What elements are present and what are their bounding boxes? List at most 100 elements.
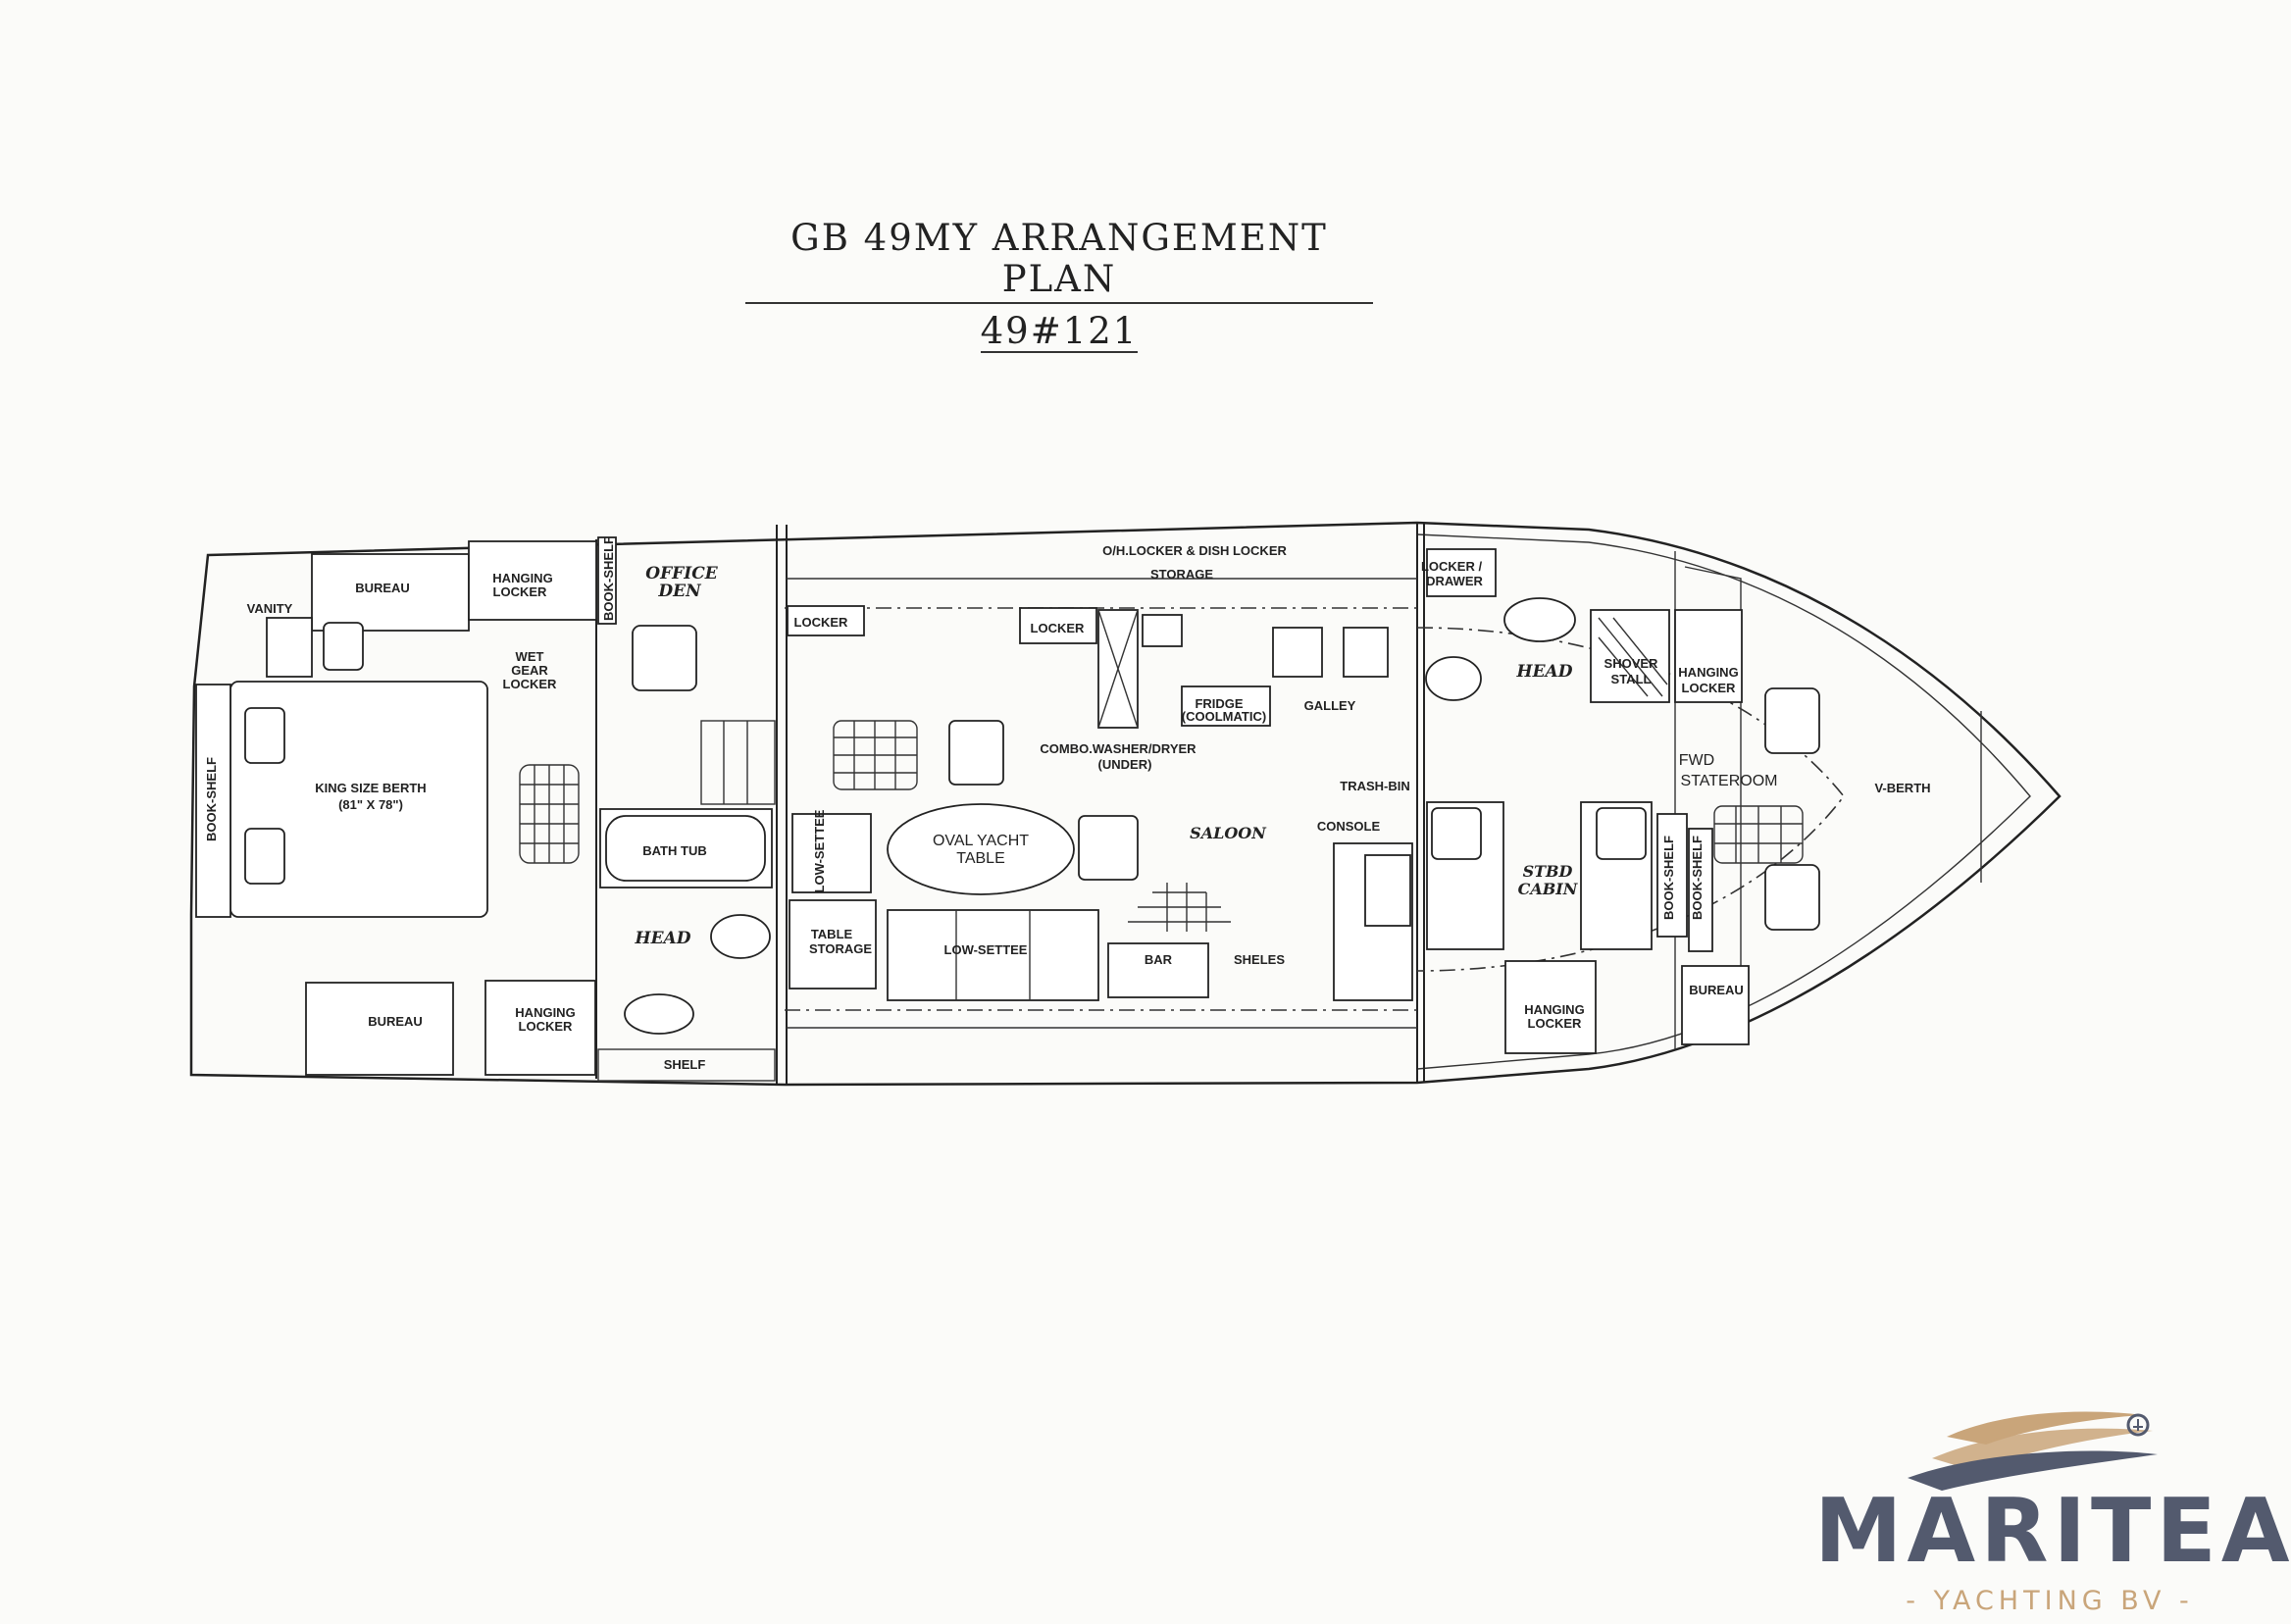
hanging-locker-aft-top — [468, 540, 597, 621]
label-low-settee-1: LOW-SETTEE — [812, 809, 827, 892]
label-oval-table-2: TABLE — [956, 850, 1005, 867]
shelf-box — [597, 1048, 776, 1082]
stbd-pillow — [1431, 807, 1482, 860]
bureau-fwd-box — [1681, 965, 1750, 1045]
title-block: GB 49MY ARRANGEMENT PLAN 49#121 — [745, 218, 1373, 353]
bar-box — [1107, 942, 1209, 998]
label-hanging-locker-stbd-1: HANGING — [1524, 1002, 1584, 1017]
galley-sink — [1272, 627, 1323, 678]
book-shelf-aft — [195, 684, 231, 918]
label-oval-table-1: OVAL YACHT — [933, 833, 1029, 849]
locker-1-box — [787, 605, 865, 636]
label-bureau-aft-top: BUREAU — [355, 581, 410, 595]
plan-subtitle: 49#121 — [980, 310, 1139, 353]
saloon-chair-1 — [948, 720, 1004, 786]
label-fwd-stateroom-2: STATEROOM — [1681, 773, 1778, 789]
head-aft-sink — [624, 993, 694, 1035]
label-office: OFFICE — [645, 564, 718, 584]
v-berth-pillow-2 — [1764, 864, 1820, 931]
label-low-settee-2: LOW-SETTEE — [944, 942, 1028, 957]
stairs-aft — [700, 720, 776, 805]
label-hanging-locker-aft-bottom: HANGING — [515, 1005, 575, 1020]
bureau-aft-top — [311, 553, 470, 632]
label-fridge-2: (COOLMATIC) — [1182, 709, 1266, 724]
table-storage-box — [789, 899, 877, 990]
v-berth-pillow-1 — [1764, 687, 1820, 754]
yacht-swoosh-icon — [1908, 1411, 2158, 1491]
label-storage: STORAGE — [1150, 567, 1213, 582]
label-stbd-cabin-1: STBD — [1523, 862, 1573, 881]
label-saloon: SALOON — [1190, 824, 1267, 842]
hull-outline — [189, 521, 2062, 1087]
saloon-plant — [1128, 883, 1231, 932]
label-fridge-1: FRIDGE — [1195, 696, 1243, 711]
head-aft-toilet — [710, 914, 771, 959]
fwd-cabin-dash — [1416, 627, 1846, 972]
vanity-sink — [323, 622, 364, 671]
label-v-berth: V-BERTH — [1874, 781, 1930, 795]
book-shelf-fwd-box-2 — [1688, 828, 1713, 952]
hanging-locker-aft-bottom — [484, 980, 596, 1076]
pillow-2 — [244, 828, 285, 885]
label-galley: GALLEY — [1304, 698, 1356, 713]
vanity — [266, 617, 313, 678]
fwd-ottoman — [1713, 805, 1804, 864]
galley-stove — [1343, 627, 1389, 678]
book-shelf-den — [597, 536, 617, 625]
fridge-box — [1181, 685, 1271, 727]
label-wet-gear-1: WET — [516, 649, 544, 664]
label-locker-drawer-1: LOCKER / — [1421, 559, 1483, 574]
locker-drawer-box — [1426, 548, 1497, 597]
low-settee-2-box — [887, 909, 1099, 1001]
label-king-berth-dims: (81" X 78") — [338, 797, 403, 812]
logo-tagline: - YACHTING BV - — [1906, 1586, 2194, 1616]
label-table-storage-1: TABLE — [811, 927, 853, 941]
label-hanging-locker-aft-top: HANGING — [492, 571, 552, 585]
bath-tub-basin — [605, 815, 766, 882]
fwd-cabin-pillow — [1596, 807, 1647, 860]
label-wet-gear-2: GEAR — [511, 663, 548, 678]
label-locker-1: LOCKER — [794, 615, 849, 630]
label-trash-bin: TRASH-BIN — [1340, 779, 1410, 793]
label-console: CONSOLE — [1317, 819, 1381, 834]
label-bureau-fwd: BUREAU — [1689, 983, 1744, 997]
label-head-aft: HEAD — [635, 929, 691, 948]
label-hanging-locker-stbd-2: LOCKER — [1528, 1016, 1583, 1031]
oval-yacht-table — [887, 803, 1075, 895]
plan-title: GB 49MY ARRANGEMENT PLAN — [745, 218, 1373, 304]
label-vanity: VANITY — [247, 601, 293, 616]
label-fwd-stateroom-1: FWD — [1679, 752, 1714, 769]
label-book-shelf-aft: BOOK-SHELF — [204, 757, 219, 841]
label-wet-gear-3: LOCKER — [503, 677, 558, 691]
label-head-fwd: HEAD — [1516, 662, 1573, 682]
label-hanging-locker-fwd-2: LOCKER — [1682, 681, 1737, 695]
label-stbd-cabin-2: CABIN — [1518, 880, 1579, 898]
head-fwd-toilet — [1425, 656, 1482, 701]
label-locker-drawer-2: DRAWER — [1426, 574, 1483, 588]
hanging-locker-stbd-box — [1504, 960, 1597, 1054]
label-den: DEN — [657, 582, 702, 601]
saloon-chair-2 — [1078, 815, 1139, 881]
label-bureau-aft-bottom: BUREAU — [368, 1014, 423, 1029]
label-locker-2: LOCKER — [1031, 621, 1086, 635]
head-fwd-sink — [1503, 597, 1576, 642]
label-bath-tub: BATH TUB — [642, 843, 706, 858]
label-table-storage-2: STORAGE — [809, 941, 872, 956]
label-book-shelf-den: BOOK-SHELF — [601, 536, 616, 621]
label-hanging-locker-aft-bottom-2: LOCKER — [519, 1019, 574, 1034]
ottoman-aft — [519, 764, 580, 864]
label-hanging-locker-aft-top-2: LOCKER — [493, 584, 548, 599]
mariteam-logo: MARITEAM - YACHTING BV - — [1814, 1368, 2291, 1623]
hanging-locker-fwd — [1674, 609, 1743, 703]
label-washer-1: COMBO.WASHER/DRYER — [1040, 741, 1196, 756]
bureau-aft-bottom — [305, 982, 454, 1076]
label-king-berth: KING SIZE BERTH — [315, 781, 426, 795]
label-shelf: SHELF — [664, 1057, 706, 1072]
logo-wordmark: MARITEAM — [1814, 1480, 2291, 1583]
label-book-shelf-fwd-1: BOOK-SHELF — [1661, 836, 1676, 920]
label-oh-locker: O/H.LOCKER & DISH LOCKER — [1102, 543, 1287, 558]
locker-2-box — [1019, 607, 1097, 644]
saloon-ottoman — [833, 720, 918, 790]
book-shelf-fwd-box — [1656, 813, 1688, 938]
label-bar: BAR — [1145, 952, 1173, 967]
